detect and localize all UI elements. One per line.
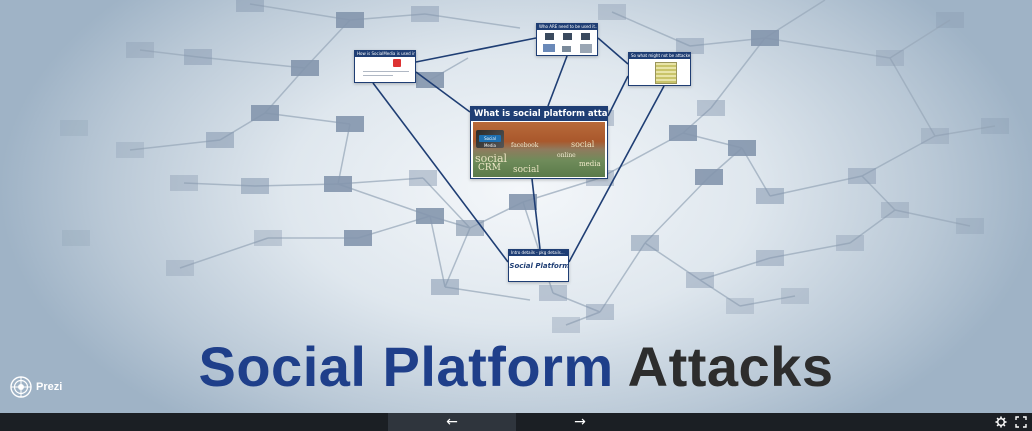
title-part-1: Social Platform bbox=[198, 335, 614, 398]
frame-heading: So what might not be attacker? bbox=[629, 53, 690, 59]
topic-frame-attacker[interactable]: So what might not be attacker? bbox=[628, 52, 691, 86]
fullscreen-button[interactable] bbox=[1014, 415, 1028, 429]
prezi-canvas[interactable]: How is SocialMedia is used in Attack? Wh… bbox=[0, 0, 1032, 413]
monitor-icon bbox=[563, 33, 572, 40]
frame-heading: How is SocialMedia is used in Attack? bbox=[355, 51, 415, 57]
topic-frame-social-platform[interactable]: Intro details - pkg details... Social Pl… bbox=[508, 249, 569, 282]
gear-icon bbox=[995, 416, 1007, 428]
topic-frame-what-is[interactable]: What is social platform attack? Social M… bbox=[470, 106, 608, 179]
prezi-logo[interactable]: Prezi bbox=[10, 376, 62, 398]
presentation-title: Social Platform Attacks bbox=[0, 334, 1032, 400]
device-icon bbox=[580, 44, 592, 53]
arrow-right-icon: → bbox=[574, 414, 586, 430]
prezi-logo-icon bbox=[10, 376, 32, 398]
device-icon bbox=[562, 46, 571, 52]
frame-title: What is social platform attack? bbox=[471, 107, 607, 121]
network-background-graphic bbox=[60, 0, 1009, 333]
next-step-button[interactable]: → bbox=[516, 413, 644, 431]
collage-word: media bbox=[579, 160, 601, 168]
collage-word: social bbox=[513, 165, 540, 175]
frame-connectors bbox=[372, 37, 665, 263]
word-cloud-thumbnail bbox=[655, 62, 677, 84]
topic-frame-how-used[interactable]: How is SocialMedia is used in Attack? bbox=[354, 50, 416, 83]
collage-word: CRM bbox=[478, 163, 501, 173]
settings-button[interactable] bbox=[994, 415, 1008, 429]
keyboard-key-label: Social Media bbox=[479, 135, 501, 148]
collage-word: facebook bbox=[511, 142, 539, 149]
collage-word: online bbox=[557, 152, 576, 159]
topic-frame-who[interactable]: Who ARE need to be used it... bbox=[536, 23, 598, 56]
frame-thumbnail-graphic bbox=[393, 59, 401, 67]
prezi-logo-text: Prezi bbox=[36, 381, 63, 393]
fullscreen-icon bbox=[1015, 416, 1027, 428]
previous-step-button[interactable]: ← bbox=[388, 413, 516, 431]
title-part-2: Attacks bbox=[627, 335, 834, 398]
social-media-collage-image: Social Media social CRM facebook online … bbox=[473, 122, 605, 177]
frame-heading: Intro details - pkg details... bbox=[509, 250, 568, 256]
monitor-icon bbox=[581, 33, 590, 40]
presentation-toolbar: ← → bbox=[0, 413, 1032, 431]
monitor-icon bbox=[545, 33, 554, 40]
frame-label: Social Platform bbox=[509, 262, 569, 270]
frame-text-line bbox=[363, 75, 393, 76]
collage-word: social bbox=[571, 140, 595, 149]
device-icon bbox=[543, 44, 555, 52]
collage-word: social bbox=[475, 152, 508, 165]
frame-heading: Who ARE need to be used it... bbox=[537, 24, 597, 30]
frame-text-line bbox=[363, 71, 409, 72]
arrow-left-icon: ← bbox=[446, 414, 458, 430]
